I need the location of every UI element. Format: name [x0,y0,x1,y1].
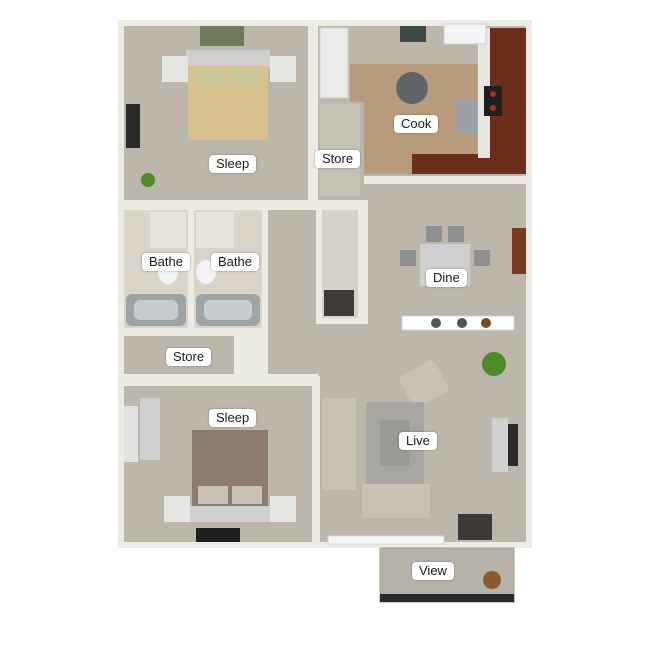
room-label-cook: Cook [394,115,439,133]
dresser [140,398,160,460]
bar-stool [431,318,441,328]
refrigerator [319,27,349,99]
room-label-live: Live [399,432,437,450]
balcony-railing [380,594,514,602]
bed-pillow [198,486,228,504]
wall [234,336,242,376]
kitchen-counter-bottom [412,154,526,174]
room-label-bathe-left: Bathe [142,253,190,271]
tv-top-bedroom [126,104,140,148]
breakfast-table [396,72,428,104]
wall-art-dine [512,228,526,274]
tv-living [508,424,518,466]
bed-footboard-bottom [190,506,270,522]
wall [312,376,320,546]
vanity-right [196,212,234,248]
tv-console [492,418,508,472]
room-label-sleep-bottom: Sleep [209,409,257,427]
dining-chair [400,250,416,266]
vanity-left [150,212,186,248]
wall [364,176,530,184]
dining-chair [474,250,490,266]
plant-living [482,352,506,376]
kitchen-picture [400,26,426,42]
wall-art-top [200,26,244,46]
room-label-store-mid: Store [166,348,212,366]
wall [118,328,268,336]
wall [262,206,268,382]
stove-burner [490,105,496,111]
bed-pillow [232,486,262,504]
kitchen-window [443,23,487,45]
nightstand [270,496,296,522]
wall [308,20,318,200]
dining-chair [426,226,442,242]
living-window [327,535,445,545]
stove-burner [490,91,496,97]
bathtub-right-inner [204,300,252,320]
wall [118,200,318,210]
plant-top-bedroom [141,173,155,187]
stove [484,86,502,116]
room-label-view: View [412,562,454,580]
nightstand [270,56,296,82]
water-heater [324,290,354,316]
tv-bottom-bedroom [124,406,138,462]
bathtub-left-inner [134,300,178,320]
doormat [196,528,240,542]
room-label-store-hall: Store [315,150,361,168]
wall [118,374,318,386]
side-table [328,372,352,394]
bed-pillow [230,70,260,88]
room-label-dine: Dine [426,269,467,287]
bar-stool [481,318,491,328]
floor-hall [266,206,320,376]
plant-balcony [483,571,501,589]
sofa-left [322,398,356,490]
sofa-bottom [362,484,430,518]
room-label-bathe-right: Bathe [211,253,259,271]
nightstand [164,496,190,522]
dining-chair [448,226,464,242]
room-label-sleep-top: Sleep [209,155,257,173]
nightstand [162,56,188,82]
bar-stool [457,318,467,328]
armchair [399,360,449,408]
wall [188,206,194,330]
fireplace [458,514,492,540]
kitchen-rug [456,100,478,134]
bed-headboard-top [186,50,270,68]
bed-pillow [196,70,226,88]
